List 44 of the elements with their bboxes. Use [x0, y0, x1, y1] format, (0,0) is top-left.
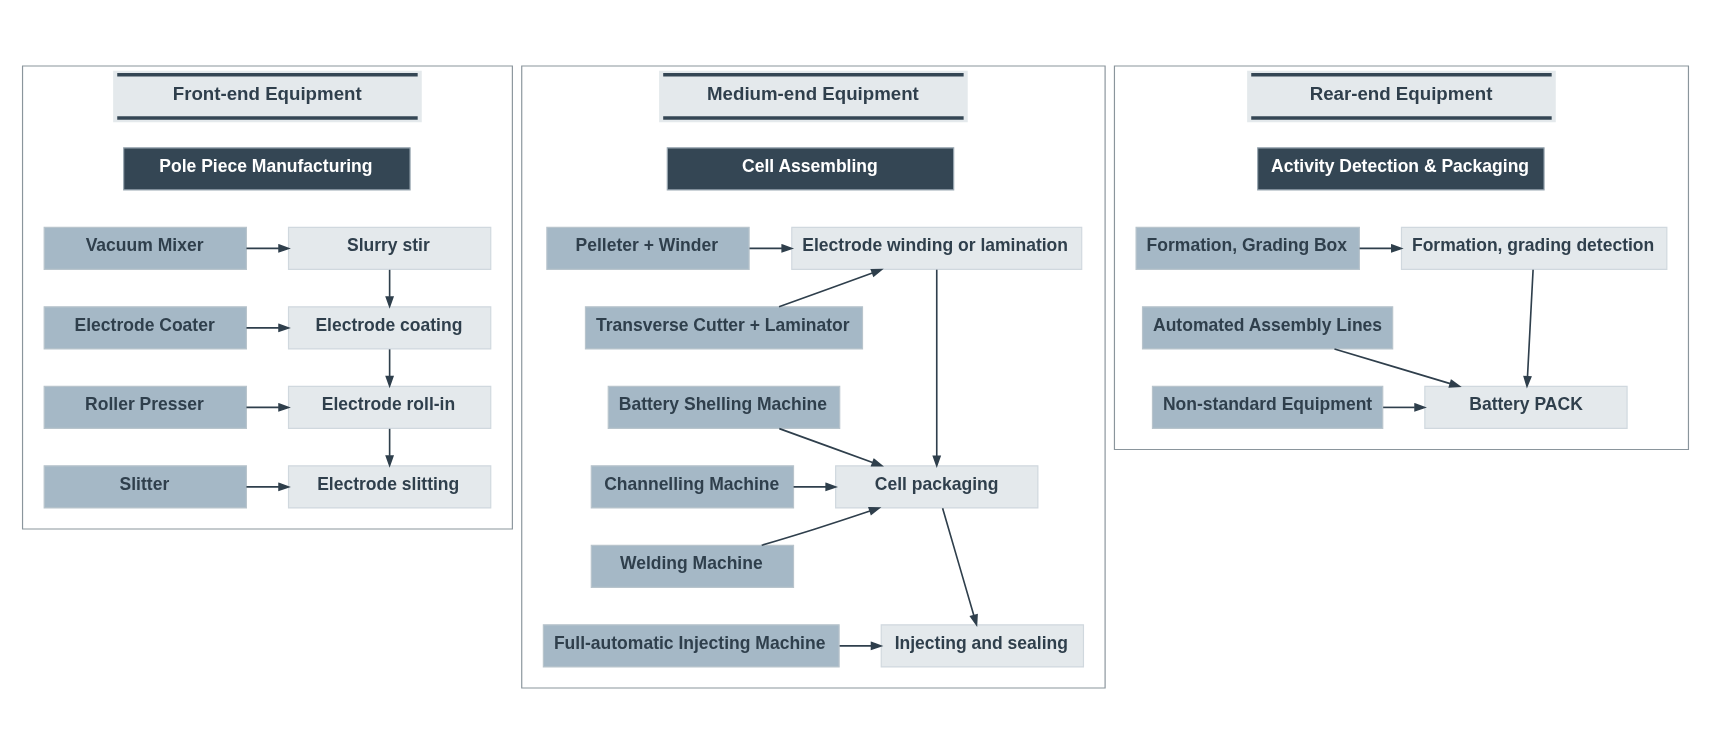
node-box: Vacuum Mixer [43, 226, 247, 270]
arrow [245, 481, 291, 491]
node-box: Formation, grading detection [1400, 226, 1668, 270]
arrow [760, 506, 882, 546]
node-box: Formation, Grading Box [1135, 226, 1360, 270]
arrow [1382, 402, 1427, 412]
node-box: Welding Machine [590, 544, 795, 588]
node-box: Cell Assembling [666, 146, 955, 191]
node-box: Roller Presser [43, 385, 247, 429]
arrow [385, 427, 395, 468]
arrow [778, 268, 884, 308]
arrow [245, 322, 291, 332]
node-box: Cell packaging [835, 464, 1039, 509]
arrow [792, 481, 838, 491]
node-box: Pelleter + Winder [546, 226, 750, 270]
arrow [245, 243, 291, 253]
node-box: Full-automatic Injecting Machine [542, 623, 840, 667]
arrow [245, 402, 291, 412]
arrow [1333, 347, 1462, 388]
node-box: Battery Shelling Machine [607, 385, 841, 429]
node-box: Electrode winding or lamination [791, 226, 1083, 270]
node-box: Pole Piece Manufacturing [123, 146, 411, 191]
node-box: Electrode coating [287, 305, 492, 350]
arrow [1358, 243, 1404, 253]
node-box: Activity Detection & Packaging [1257, 146, 1545, 191]
arrow [941, 506, 978, 627]
arrow [932, 268, 942, 468]
arrow [385, 268, 395, 309]
arrow [748, 243, 795, 253]
node-box: Injecting and sealing [880, 623, 1085, 667]
node-box: Electrode Coater [43, 305, 247, 350]
arrow [838, 640, 884, 650]
node-box: Electrode roll-in [287, 385, 492, 429]
node-box: Non-standard Equipment [1151, 385, 1384, 429]
node-box: Transverse Cutter + Laminator [584, 305, 864, 350]
node-box: Slitter [43, 464, 247, 509]
node-box: Slurry stir [287, 226, 492, 270]
node-box: Automated Assembly Lines [1141, 305, 1394, 350]
arrow [778, 427, 884, 467]
node-box: Electrode slitting [287, 464, 492, 509]
node-box: Battery PACK [1424, 385, 1628, 429]
arrow [385, 348, 395, 388]
node-box: Channelling Machine [590, 464, 795, 509]
arrow [1523, 268, 1534, 389]
